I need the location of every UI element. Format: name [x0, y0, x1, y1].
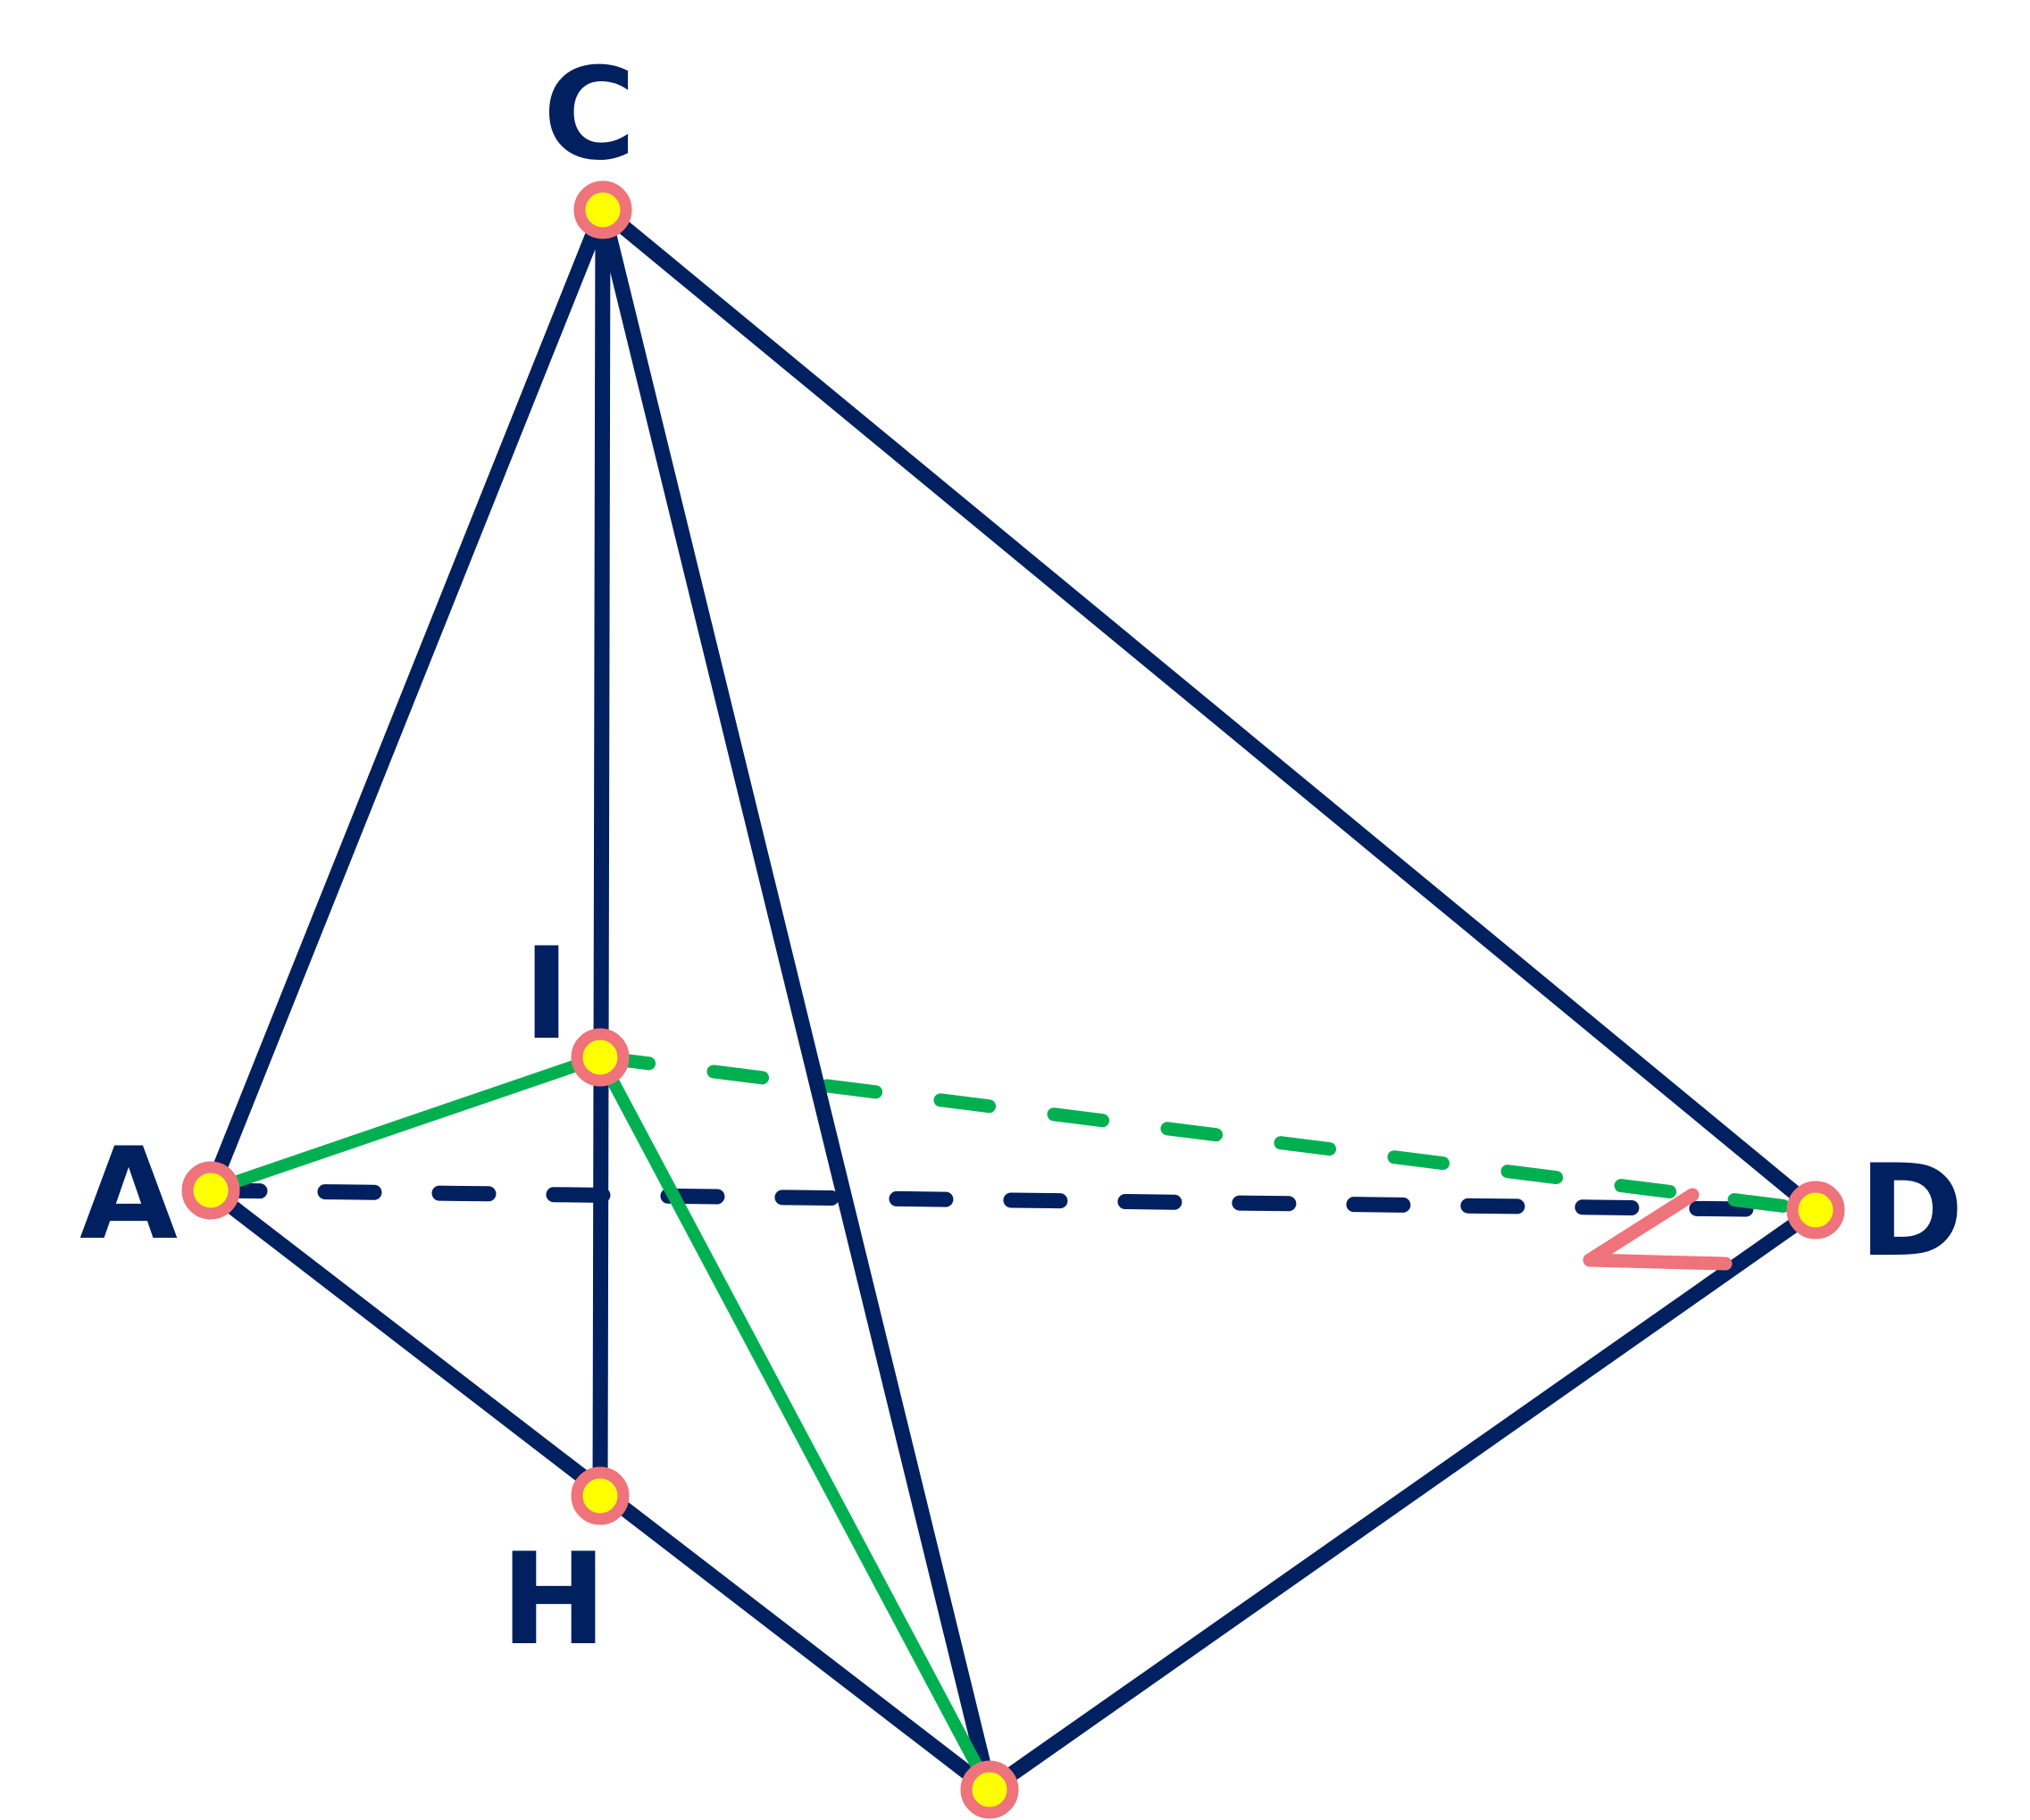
edge-CH [592, 202, 611, 1504]
right-angle-marker [1583, 1188, 1733, 1271]
edge-CA [203, 202, 611, 1198]
edge-CB [595, 202, 998, 1798]
point-C [573, 180, 632, 239]
edge-BD [982, 1202, 1824, 1798]
segment-IB [594, 1051, 996, 1796]
point-I [571, 1028, 630, 1087]
label-I: I [523, 921, 571, 1068]
hidden-edge-AD [203, 1182, 1824, 1218]
segment-ID-dashed [593, 1050, 1823, 1217]
label-D: D [1859, 1138, 1964, 1285]
label-H: H [501, 1526, 607, 1674]
point-B [960, 1760, 1019, 1819]
point-A [181, 1161, 240, 1220]
points-layer [181, 180, 1845, 1819]
edge-CD [595, 202, 1824, 1218]
label-C: C [543, 41, 636, 188]
point-H [571, 1466, 630, 1525]
label-A: A [79, 1121, 178, 1268]
point-D [1786, 1181, 1845, 1240]
segment-AI [205, 1051, 606, 1197]
